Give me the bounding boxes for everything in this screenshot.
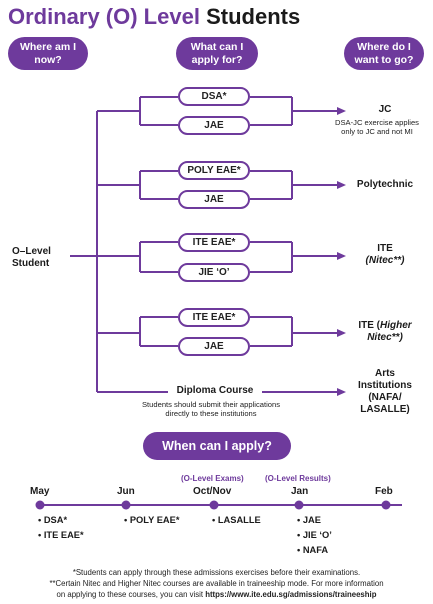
- header-where-am-i: Where am I now?: [8, 37, 88, 70]
- option-jae-ite-higher: JAE: [178, 337, 250, 356]
- arrow-head-icon: [337, 388, 346, 396]
- timeline: [35, 500, 402, 510]
- traineeship-link[interactable]: https://www.ite.edu.sg/admissions/traine…: [205, 590, 377, 599]
- arrow-head-icon: [337, 329, 346, 337]
- arrow-head-icon: [337, 107, 346, 115]
- timeline-dot: [121, 500, 131, 510]
- when-can-i-apply-badge: When can I apply?: [143, 432, 291, 460]
- month-jun: Jun: [117, 486, 135, 497]
- may-item: • DSA*: [38, 515, 68, 525]
- month-may: May: [30, 486, 50, 497]
- title-part-2: Students: [206, 4, 301, 29]
- header-where-to-go: Where do I want to go?: [344, 37, 424, 70]
- option-ite-eae: ITE EAE*: [178, 233, 250, 252]
- jan-item: • JIE ‘O’: [297, 530, 332, 540]
- start-node-o-level-student: O–Level Student: [12, 246, 51, 269]
- ite-higher-prefix: ITE (: [358, 320, 380, 331]
- jan-item: • NAFA: [297, 545, 329, 555]
- title-part-1: Ordinary (O) Level: [8, 4, 200, 29]
- option-jae-poly: JAE: [178, 190, 250, 209]
- jan-item: • JAE: [297, 515, 321, 525]
- destination-ite: ITE (Nitec**): [350, 243, 420, 267]
- ite-higher-word: Higher: [380, 320, 412, 331]
- footnote-1: *Students can apply through these admiss…: [72, 568, 361, 577]
- page-title: Ordinary (O) Level Students: [8, 4, 300, 30]
- ite-nitec-label: (Nitec**): [365, 255, 405, 266]
- timeline-dot: [294, 500, 304, 510]
- jc-note: DSA-JC exercise applies only to JC and n…: [335, 118, 419, 137]
- month-jan: Jan: [291, 486, 309, 497]
- option-jae-jc: JAE: [178, 116, 250, 135]
- footnote-3: on applying to these courses, you can vi…: [56, 590, 377, 599]
- label-o-level-exams: (O-Level Exams): [181, 474, 244, 483]
- option-ite-eae-higher: ITE EAE*: [178, 308, 250, 327]
- timeline-dot: [381, 500, 391, 510]
- option-diploma-course: Diploma Course: [176, 385, 254, 396]
- ite-higher-suffix: Nitec**): [367, 332, 403, 343]
- arrow-head-icon: [337, 181, 346, 189]
- destination-ite-higher-nitec: ITE (Higher Nitec**): [345, 320, 425, 344]
- jun-item: • POLY EAE*: [124, 515, 180, 525]
- label-o-level-results: (O-Level Results): [265, 474, 331, 483]
- month-oct-nov: Oct/Nov: [193, 486, 232, 497]
- oct-item: • LASALLE: [212, 515, 261, 525]
- destination-jc: JC: [378, 104, 392, 115]
- footnote-2: **Certain Nitec and Higher Nitec courses…: [49, 579, 384, 588]
- option-dsa: DSA*: [178, 87, 250, 106]
- arrow-head-icon: [337, 252, 346, 260]
- option-jie-o: JIE ‘O’: [178, 263, 250, 282]
- destination-polytechnic: Polytechnic: [356, 179, 414, 190]
- flow-connectors: [70, 96, 346, 396]
- destination-arts-institutions: Arts Institutions (NAFA/ LASALLE): [358, 368, 412, 415]
- header-what-can-i-apply: What can I apply for?: [176, 37, 258, 70]
- timeline-dot: [35, 500, 45, 510]
- may-item: • ITE EAE*: [38, 530, 84, 540]
- month-feb: Feb: [375, 486, 393, 497]
- diploma-note: Students should submit their application…: [141, 400, 281, 419]
- ite-label: ITE: [377, 243, 393, 254]
- option-poly-eae: POLY EAE*: [178, 161, 250, 180]
- timeline-dot: [209, 500, 219, 510]
